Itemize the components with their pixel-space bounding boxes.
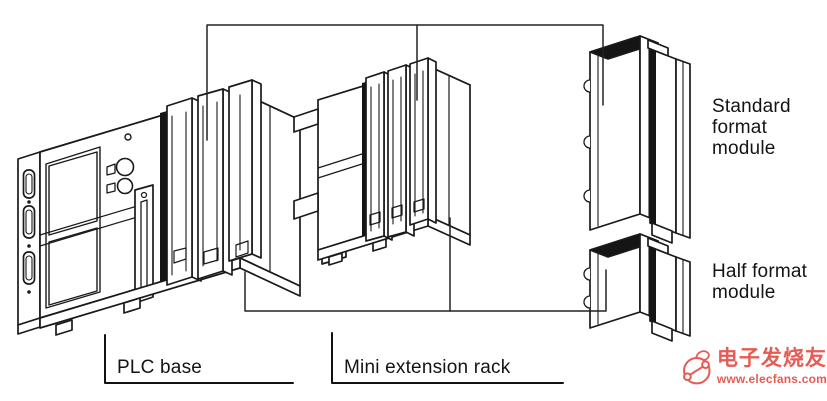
label-leader-lines — [104, 332, 564, 384]
label-half-format-module: Half format module — [712, 261, 808, 303]
label-mini-extension-rack: Mini extension rack — [344, 357, 511, 378]
connector-lines — [206, 24, 607, 312]
elecfans-logo-icon — [683, 350, 711, 385]
watermark-url-text: www.elecfans.com — [716, 371, 827, 386]
mini-extension-rack-drawing — [293, 57, 471, 266]
elecfans-watermark: 电子发烧友 www.elecfans.com — [678, 334, 827, 398]
label-plc-base: PLC base — [117, 357, 203, 378]
label-standard-format-module: Standard format module — [712, 96, 791, 159]
half-format-module-drawing — [583, 233, 691, 342]
standard-format-module-drawing — [583, 35, 691, 244]
watermark-brand-text: 电子发烧友 — [716, 346, 827, 370]
plc-base-drawing — [17, 79, 301, 336]
